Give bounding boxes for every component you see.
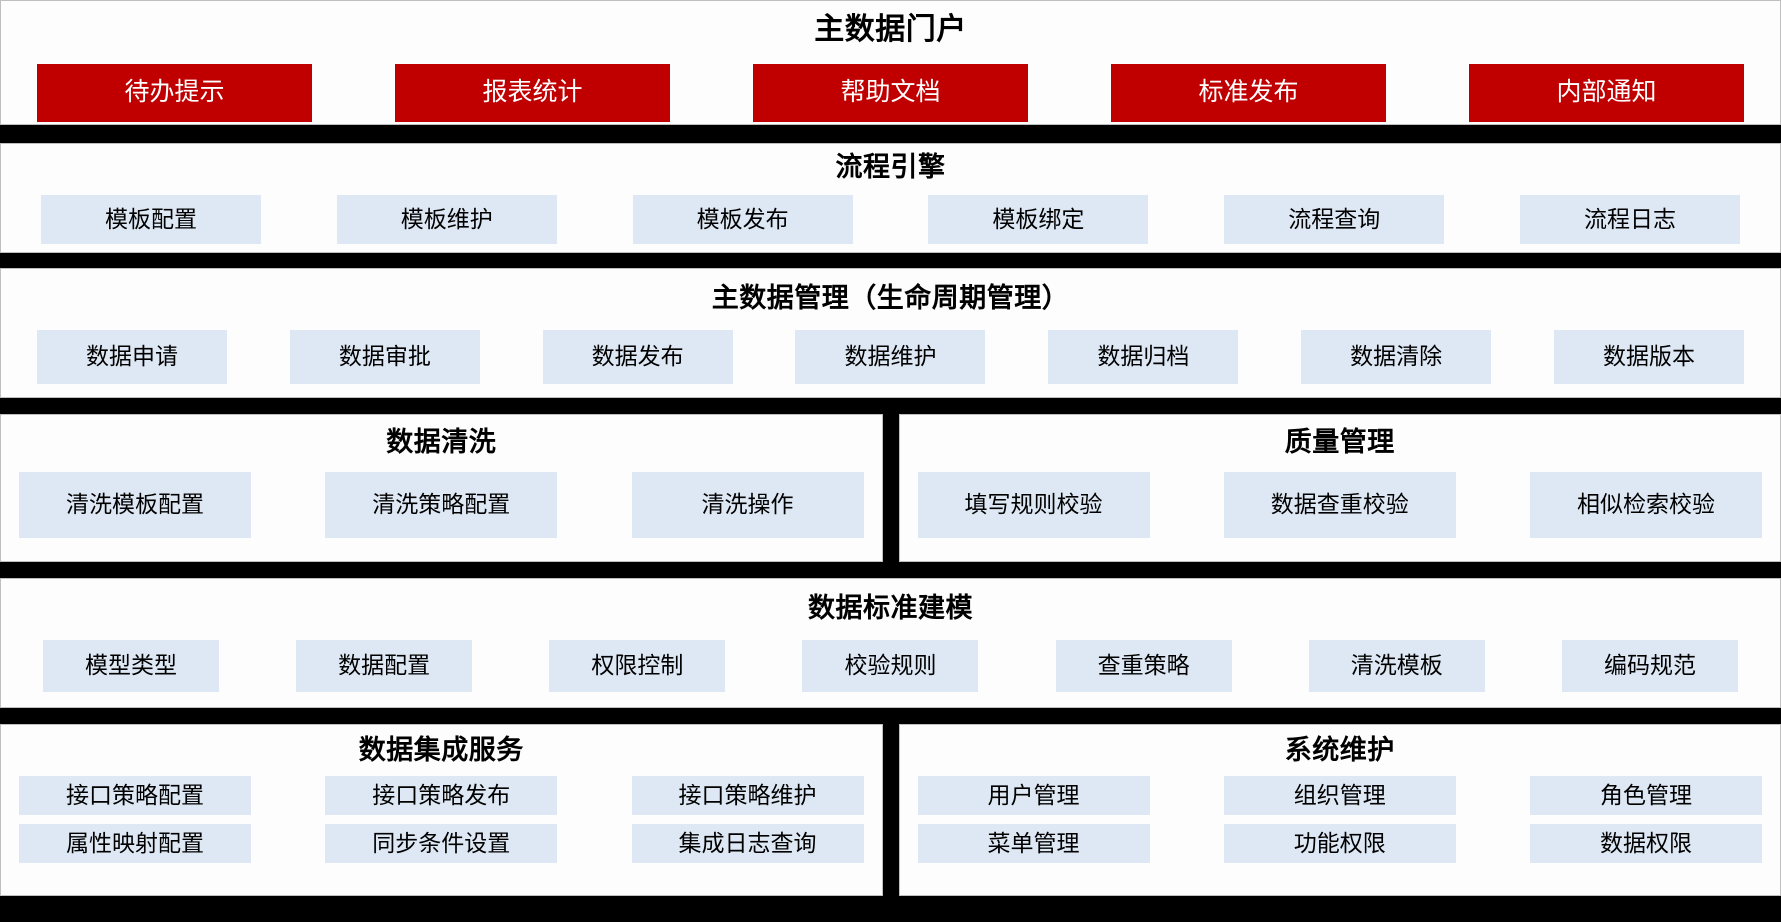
mdm-item-data-purge[interactable]: 数据清除 bbox=[1301, 330, 1492, 385]
section-system-maintenance: 系统维护 用户管理 组织管理 角色管理 菜单管理 功能权限 数据权限 bbox=[898, 724, 1781, 896]
section-system-maintenance-row1: 用户管理 组织管理 角色管理 bbox=[900, 776, 1781, 816]
section-system-maintenance-title: 系统维护 bbox=[1284, 735, 1395, 765]
section-portal: 主数据门户 待办提示 报表统计 帮助文档 标准发布 内部通知 bbox=[0, 0, 1781, 125]
section-system-maintenance-row2: 菜单管理 功能权限 数据权限 bbox=[900, 824, 1781, 864]
model-item-coding-standard[interactable]: 编码规范 bbox=[1561, 640, 1738, 693]
quality-item-similarity-check[interactable]: 相似检索校验 bbox=[1530, 472, 1762, 539]
section-flow-engine-title: 流程引擎 bbox=[835, 152, 946, 182]
section-data-standard-modeling-items: 模型类型 数据配置 权限控制 校验规则 查重策略 清洗模板 编码规范 bbox=[1, 640, 1780, 693]
portal-item-todo[interactable]: 待办提示 bbox=[37, 63, 312, 122]
section-data-integration-service-row1: 接口策略配置 接口策略发布 接口策略维护 bbox=[1, 776, 882, 816]
system-item-organization-management[interactable]: 组织管理 bbox=[1223, 776, 1456, 816]
flow-item-template-publish[interactable]: 模板发布 bbox=[632, 195, 853, 245]
flow-item-template-config[interactable]: 模板配置 bbox=[41, 195, 261, 245]
system-item-user-management[interactable]: 用户管理 bbox=[917, 776, 1150, 816]
quality-item-duplicate-check[interactable]: 数据查重校验 bbox=[1223, 472, 1456, 539]
section-master-data-management-title: 主数据管理（生命周期管理） bbox=[711, 283, 1070, 313]
section-data-integration-service-row2: 属性映射配置 同步条件设置 集成日志查询 bbox=[1, 824, 882, 864]
vertical-divider-2 bbox=[882, 724, 899, 896]
section-data-cleaning-title: 数据清洗 bbox=[386, 427, 497, 457]
section-data-cleaning: 数据清洗 清洗模板配置 清洗策略配置 清洗操作 bbox=[0, 414, 883, 562]
model-item-model-type[interactable]: 模型类型 bbox=[43, 640, 219, 693]
section-flow-engine: 流程引擎 模板配置 模板维护 模板发布 模板绑定 流程查询 流程日志 bbox=[0, 143, 1781, 253]
separator-band-5 bbox=[0, 708, 1781, 724]
section-data-standard-modeling-title: 数据标准建模 bbox=[808, 593, 973, 623]
mdm-item-data-maintain[interactable]: 数据维护 bbox=[795, 330, 986, 385]
flow-item-process-query[interactable]: 流程查询 bbox=[1224, 195, 1445, 245]
mdm-item-data-apply[interactable]: 数据申请 bbox=[37, 330, 227, 385]
flow-item-process-log[interactable]: 流程日志 bbox=[1519, 195, 1740, 245]
system-item-menu-management[interactable]: 菜单管理 bbox=[917, 824, 1150, 864]
section-integration-system: 数据集成服务 接口策略配置 接口策略发布 接口策略维护 属性映射配置 同步条件设… bbox=[0, 724, 1781, 896]
section-master-data-management: 主数据管理（生命周期管理） 数据申请 数据审批 数据发布 数据维护 数据归档 数… bbox=[0, 268, 1781, 398]
section-data-standard-modeling: 数据标准建模 模型类型 数据配置 权限控制 校验规则 查重策略 清洗模板 编码规… bbox=[0, 578, 1781, 708]
integration-item-api-policy-config[interactable]: 接口策略配置 bbox=[19, 776, 251, 816]
flow-item-template-bind[interactable]: 模板绑定 bbox=[928, 195, 1149, 245]
portal-item-help-doc[interactable]: 帮助文档 bbox=[753, 63, 1028, 122]
separator-band-4 bbox=[0, 562, 1781, 578]
integration-item-attribute-mapping-config[interactable]: 属性映射配置 bbox=[19, 824, 251, 864]
vertical-divider-1 bbox=[882, 414, 899, 562]
section-data-integration-service-title: 数据集成服务 bbox=[358, 735, 524, 765]
integration-item-integration-log-query[interactable]: 集成日志查询 bbox=[631, 824, 864, 864]
integration-item-sync-condition-setting[interactable]: 同步条件设置 bbox=[325, 824, 558, 864]
separator-band-1 bbox=[0, 125, 1781, 143]
mdm-item-data-publish[interactable]: 数据发布 bbox=[542, 330, 733, 385]
section-clean-quality: 数据清洗 清洗模板配置 清洗策略配置 清洗操作 质量管理 填写规则校验 数据查重… bbox=[0, 414, 1781, 562]
cleaning-item-operation[interactable]: 清洗操作 bbox=[631, 472, 864, 539]
section-master-data-management-items: 数据申请 数据审批 数据发布 数据维护 数据归档 数据清除 数据版本 bbox=[1, 330, 1780, 385]
model-item-cleaning-template[interactable]: 清洗模板 bbox=[1308, 640, 1485, 693]
mdm-item-data-version[interactable]: 数据版本 bbox=[1553, 330, 1744, 385]
integration-item-api-policy-publish[interactable]: 接口策略发布 bbox=[325, 776, 558, 816]
flow-item-template-maintain[interactable]: 模板维护 bbox=[336, 195, 557, 245]
mdm-item-data-approve[interactable]: 数据审批 bbox=[289, 330, 480, 385]
section-portal-items: 待办提示 报表统计 帮助文档 标准发布 内部通知 bbox=[1, 63, 1780, 122]
integration-item-api-policy-maintain[interactable]: 接口策略维护 bbox=[631, 776, 864, 816]
model-item-data-config[interactable]: 数据配置 bbox=[296, 640, 473, 693]
portal-item-standard-release[interactable]: 标准发布 bbox=[1111, 63, 1386, 122]
section-flow-engine-items: 模板配置 模板维护 模板发布 模板绑定 流程查询 流程日志 bbox=[1, 195, 1780, 245]
separator-band-3 bbox=[0, 398, 1781, 414]
system-item-data-permission[interactable]: 数据权限 bbox=[1530, 824, 1762, 864]
section-quality-management: 质量管理 填写规则校验 数据查重校验 相似检索校验 bbox=[898, 414, 1781, 562]
separator-band-2 bbox=[0, 253, 1781, 268]
model-item-validation-rule[interactable]: 校验规则 bbox=[802, 640, 979, 693]
model-item-duplicate-policy[interactable]: 查重策略 bbox=[1055, 640, 1232, 693]
section-data-cleaning-items: 清洗模板配置 清洗策略配置 清洗操作 bbox=[1, 472, 882, 539]
mdm-item-data-archive[interactable]: 数据归档 bbox=[1048, 330, 1239, 385]
quality-item-fill-rule-check[interactable]: 填写规则校验 bbox=[917, 472, 1150, 539]
section-quality-management-title: 质量管理 bbox=[1284, 427, 1395, 457]
cleaning-item-policy-config[interactable]: 清洗策略配置 bbox=[325, 472, 558, 539]
portal-item-internal-notice[interactable]: 内部通知 bbox=[1469, 63, 1744, 122]
section-portal-title: 主数据门户 bbox=[814, 13, 967, 46]
system-item-role-management[interactable]: 角色管理 bbox=[1530, 776, 1762, 816]
system-item-function-permission[interactable]: 功能权限 bbox=[1223, 824, 1456, 864]
model-item-permission-control[interactable]: 权限控制 bbox=[549, 640, 726, 693]
section-quality-management-items: 填写规则校验 数据查重校验 相似检索校验 bbox=[900, 472, 1781, 539]
portal-item-report[interactable]: 报表统计 bbox=[395, 63, 670, 122]
cleaning-item-template-config[interactable]: 清洗模板配置 bbox=[19, 472, 251, 539]
section-data-integration-service: 数据集成服务 接口策略配置 接口策略发布 接口策略维护 属性映射配置 同步条件设… bbox=[0, 724, 883, 896]
